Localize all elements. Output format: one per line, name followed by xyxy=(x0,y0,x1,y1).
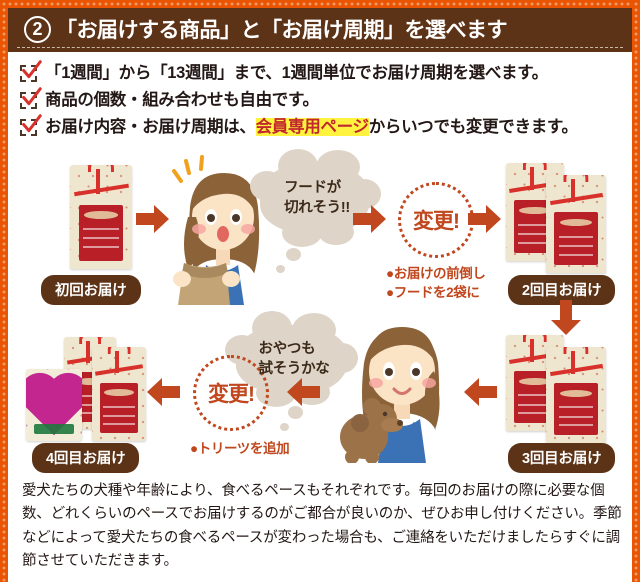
arrow-person1-to-change1 xyxy=(353,204,387,239)
change2-label: 変更! xyxy=(208,383,255,406)
change1-circle: 変更! xyxy=(398,182,474,258)
change2-note-0: ●トリーツを追加 xyxy=(190,441,290,456)
arrow-step2-to-step3 xyxy=(550,300,582,341)
checklist-item-label: 「1週間」から「13週間」まで、1週間単位でお届け周期を選べます。 xyxy=(45,62,548,85)
step-4-product-group xyxy=(26,337,146,445)
page-title: 「お届けする商品」と「お届け周期」を選べます xyxy=(56,19,508,42)
delivery-label: 3回目お届け xyxy=(508,443,616,473)
change1-note-1: ●フードを2袋に xyxy=(386,284,480,300)
checkbox-checked-icon xyxy=(20,114,42,136)
treats-bag-image xyxy=(26,369,82,441)
header-row: 2 「お届けする商品」と「お届け周期」を選べます xyxy=(24,14,508,44)
arrow-person2-to-change2 xyxy=(286,377,320,412)
step-2-product-group xyxy=(506,163,610,273)
arrow-step3-to-person2 xyxy=(463,377,497,412)
checklist-item: 「1週間」から「13週間」まで、1週間単位でお届け周期を選べます。 xyxy=(20,60,620,87)
delivery-label: 初回お届け xyxy=(41,275,141,305)
change1-note-0: ●お届けの前倒し xyxy=(386,266,486,281)
person-holding-bag xyxy=(168,155,278,305)
change1-label: 変更! xyxy=(413,210,460,233)
food-bag-image xyxy=(546,175,606,273)
bubble1-line2: 切れそう!! xyxy=(284,200,350,216)
food-bag-image xyxy=(92,347,146,441)
step-3-caption: 3回目お届け xyxy=(508,443,616,473)
food-bag-image xyxy=(546,347,606,443)
delivery-label: 4回目お届け xyxy=(32,443,140,473)
checklist-text-plain: 「1週間」から「13週間」まで、1週間単位でお届け周期を選べます。 xyxy=(45,64,548,82)
change2-notes: ●トリーツを追加 xyxy=(190,440,290,459)
checkbox-checked-icon xyxy=(20,60,42,82)
frame-border-right xyxy=(632,0,640,582)
checklist-item: お届け内容・お届け周期は、会員専用ページからいつでも変更できます。 xyxy=(20,114,620,141)
step-4-caption: 4回目お届け xyxy=(32,443,140,473)
subscription-flow-diagram: 初回お届け xyxy=(8,149,632,473)
change1-notes: ●お届けの前倒し ●フードを2袋に xyxy=(386,265,486,303)
member-page-highlight[interactable]: 会員専用ページ xyxy=(255,118,369,136)
step-1-product-group xyxy=(70,165,132,269)
bubble1: フードが 切れそう!! xyxy=(250,149,381,273)
person-holding-dog xyxy=(338,315,466,464)
change2-circle: 変更! xyxy=(193,355,269,431)
checkbox-checked-icon xyxy=(20,87,42,109)
section-header-bar: 2 「お届けする商品」と「お届け周期」を選べます xyxy=(8,8,632,52)
bubble2-line1: おやつも xyxy=(258,341,316,358)
step-number-badge: 2 xyxy=(24,15,51,43)
arrow-step1-to-person1 xyxy=(136,204,170,239)
step-3-product-group xyxy=(506,335,610,445)
checklist-item-label: お届け内容・お届け周期は、会員専用ページからいつでも変更できます。 xyxy=(45,116,578,139)
checklist-text-plain: お届け内容・お届け周期は、 xyxy=(45,118,256,136)
food-bag-image xyxy=(70,165,132,269)
checklist-text-plain: 商品の個数・組み合わせも自由です。 xyxy=(45,91,319,109)
checklist-item: 商品の個数・組み合わせも自由です。 xyxy=(20,87,620,114)
bubble1-line1: フードが xyxy=(284,180,341,197)
checklist-item-label: 商品の個数・組み合わせも自由です。 xyxy=(45,89,319,112)
checklist-text-plain: からいつでも変更できます。 xyxy=(368,118,578,136)
arrow-change2-to-step4 xyxy=(146,377,180,412)
frame-border-top xyxy=(0,0,640,8)
bubble2-line2: 試そうかな xyxy=(258,361,330,377)
feature-checklist: 「1週間」から「13週間」まで、1週間単位でお届け周期を選べます。 商品の個数・… xyxy=(20,60,620,143)
frame-border-left xyxy=(0,0,8,582)
footer-description: 愛犬たちの犬種や年齢により、食べるペースもそれぞれです。毎回のお届けの際に必要な… xyxy=(22,483,622,570)
arrow-change1-to-step2 xyxy=(468,204,502,239)
step-1-caption: 初回お届け xyxy=(41,275,141,305)
